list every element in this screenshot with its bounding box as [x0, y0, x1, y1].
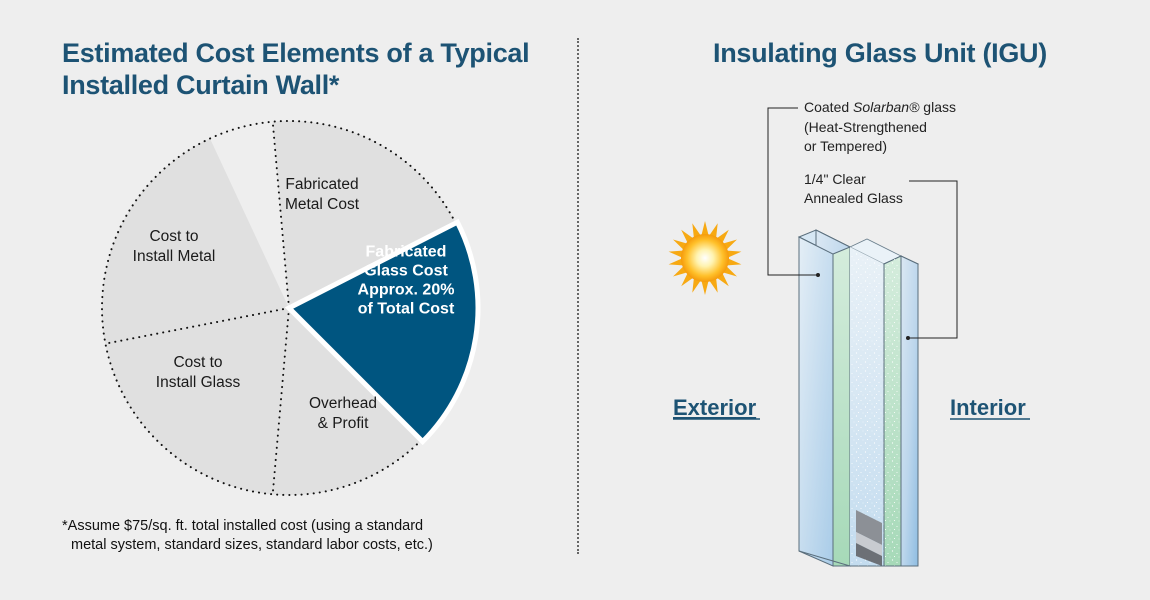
exterior-label: Exterior	[673, 395, 757, 420]
pie-slice-fabricated-glass	[284, 218, 481, 446]
spacer-base	[856, 543, 882, 566]
sun-core	[681, 234, 729, 282]
pie-slice-install-metal	[101, 138, 289, 344]
footnote: *Assume $75/sq. ft. total installed cost…	[62, 518, 433, 553]
coated-glass-leader-dot	[816, 273, 820, 277]
pie-separator	[104, 307, 290, 345]
interior-pane-speckle	[884, 256, 901, 566]
chart-title: Estimated Cost Elements of a Typical Ins…	[62, 38, 530, 100]
coated-glass-leader	[767, 107, 818, 276]
interior-pane	[900, 255, 919, 567]
airspace-speckle	[850, 247, 884, 566]
coated-glass-label-line3: or Tempered)	[804, 138, 887, 154]
clear-glass-label-line2: Annealed Glass	[804, 190, 903, 206]
spacer-seal	[856, 532, 882, 556]
igu-title: Insulating Glass Unit (IGU)	[713, 38, 1047, 68]
pie-slice-overhead-profit	[272, 308, 422, 495]
spacer	[856, 510, 882, 545]
clear-glass-label: 1/4" Clear	[804, 171, 866, 187]
coated-glass-label-line2: (Heat-Strengthened	[804, 119, 927, 135]
pie-slices	[101, 120, 481, 496]
igu-illustration: Coated Solarban® glass (Heat-Strengthene…	[668, 99, 1030, 567]
pie-outline	[101, 120, 457, 496]
interior-label: Interior	[950, 395, 1026, 420]
pie-slice-fabricated-metal	[272, 120, 456, 308]
exterior-pane-green-edge	[832, 246, 851, 567]
pie-label-overhead-profit: Overhead& Profit	[309, 395, 377, 432]
pie-separator	[271, 307, 290, 496]
exterior-pane-face	[798, 236, 834, 567]
clear-glass-leader	[908, 180, 958, 339]
coated-glass-label: Coated Solarban® glass	[804, 99, 956, 115]
clear-glass-leader-dot	[906, 336, 910, 340]
panel-divider	[577, 38, 579, 554]
pie-slice-install-glass	[105, 308, 289, 495]
pie-separator	[271, 120, 290, 309]
sun-icon	[668, 221, 742, 295]
